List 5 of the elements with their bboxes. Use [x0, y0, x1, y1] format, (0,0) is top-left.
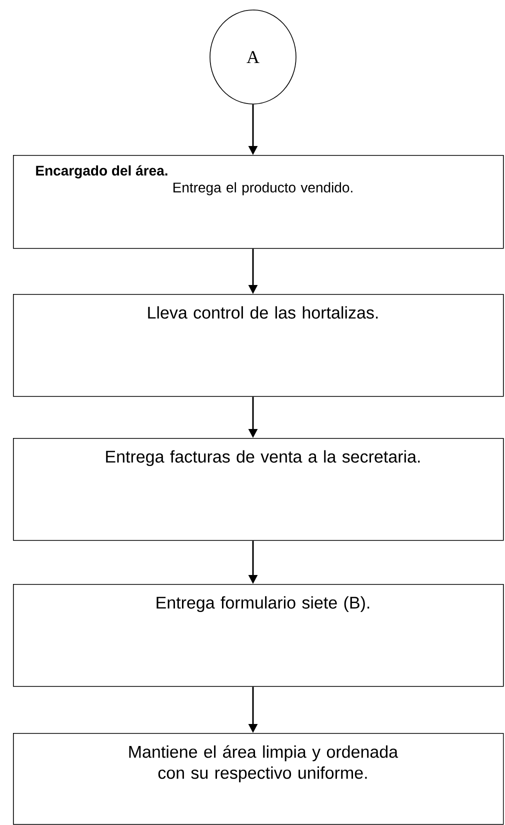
process-box: Lleva control de las hortalizas.: [13, 294, 504, 397]
process-box: Mantiene el área limpia y ordenada con su respectivo uniforme.: [13, 733, 504, 825]
process-box: Entrega facturas de venta a la secretaria.: [13, 438, 504, 541]
process-box: Entrega formulario siete (B).: [13, 584, 504, 687]
process-box: Encargado del área. Entrega el producto vendido.: [13, 155, 504, 249]
